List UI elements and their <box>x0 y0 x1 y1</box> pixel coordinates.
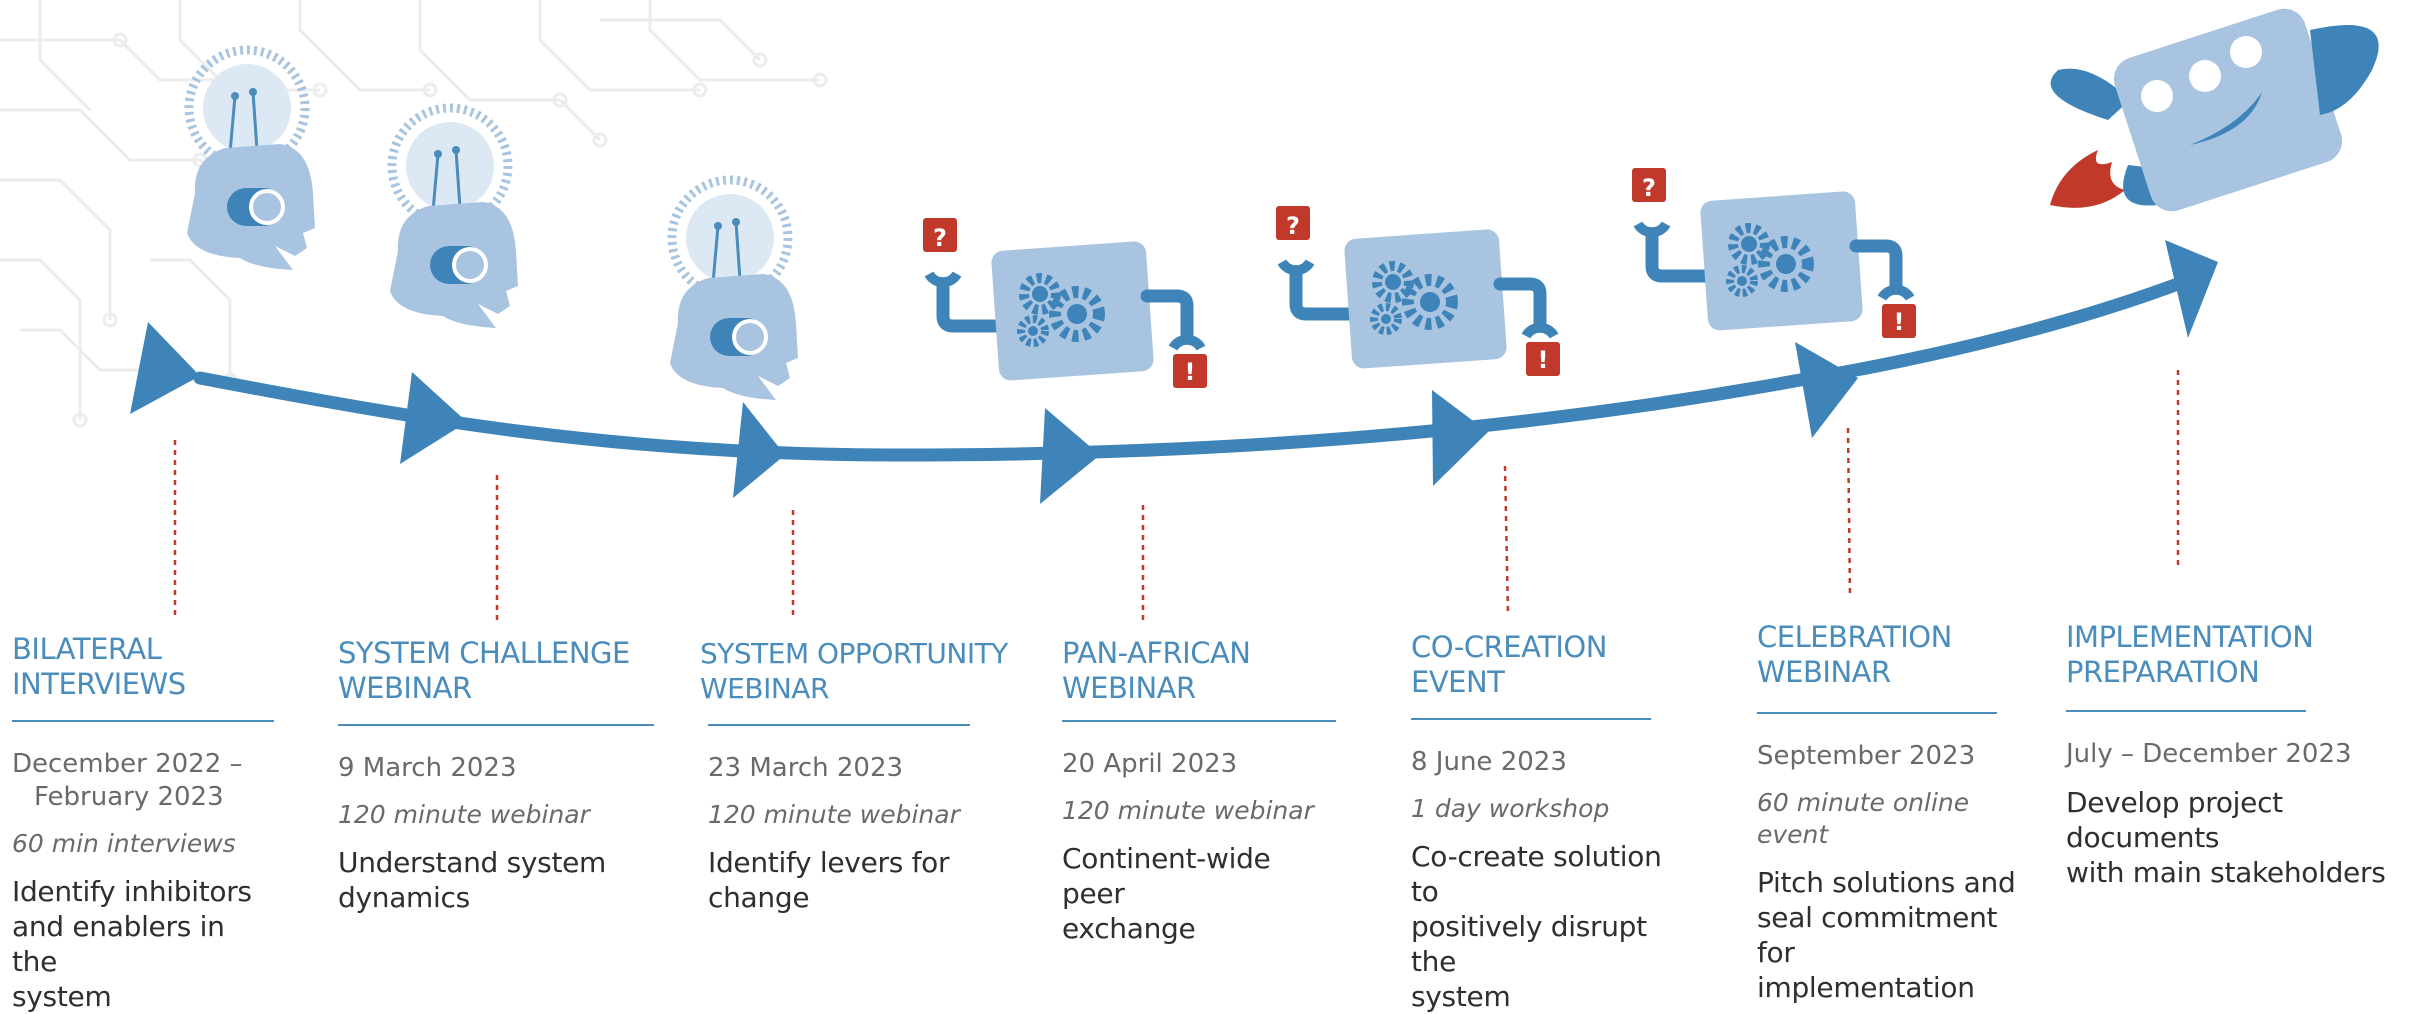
gear-robot-icon <box>1632 168 1916 338</box>
thinking-robot-head-icon <box>390 108 518 328</box>
thinking-robot-head-icon <box>187 50 315 270</box>
stage-date: December 2022 –February 2023 <box>12 749 243 812</box>
stage-date: 9 March 2023 <box>338 753 517 783</box>
stage-format: 60 minute online event <box>1757 788 1970 849</box>
stage-date: 8 June 2023 <box>1411 747 1567 777</box>
timeline-arrow <box>193 278 2182 462</box>
stage-divider <box>1062 720 1336 722</box>
stage-4-illustration <box>923 218 1207 388</box>
stage-format: 120 minute webinar <box>338 800 590 829</box>
stage-divider <box>708 724 970 726</box>
stage-1-illustration <box>187 50 315 270</box>
stage-date: 20 April 2023 <box>1062 749 1238 779</box>
roadmap-diagram: ? ! <box>0 0 2379 620</box>
stage-format: 120 minute webinar <box>1062 796 1314 825</box>
milestone-marker <box>1432 390 1488 486</box>
stage-date: 23 March 2023 <box>708 753 904 783</box>
stage-divider <box>338 724 654 726</box>
gear-robot-icon <box>1276 206 1560 376</box>
connector-lines <box>173 370 2180 620</box>
rocket-robot-icon <box>2050 8 2379 212</box>
thinking-robot-head-icon <box>670 180 798 400</box>
arrowhead <box>2165 240 2218 338</box>
stage-6-illustration <box>1632 168 1916 338</box>
stage-2-illustration <box>390 108 518 328</box>
milestone-marker <box>400 372 467 464</box>
stage-divider <box>1757 712 1997 714</box>
stage-date: July – December 2023 <box>2066 739 2352 769</box>
stage-format: 1 day workshop <box>1411 794 1610 823</box>
stage-divider <box>1411 718 1651 720</box>
milestone-marker <box>733 402 785 498</box>
gear-robot-icon <box>923 218 1207 388</box>
milestone-marker <box>1040 408 1100 504</box>
stage-divider <box>12 720 274 722</box>
circuit-board-background <box>0 0 828 428</box>
stage-5-illustration <box>1276 206 1560 376</box>
stage-3-illustration <box>670 180 798 400</box>
milestone-marker <box>1795 342 1858 438</box>
stage-format: 60 min interviews <box>12 829 236 858</box>
milestone-marker <box>130 322 200 414</box>
stage-divider <box>2066 710 2306 712</box>
stage-format: 120 minute webinar <box>708 800 960 829</box>
stage-date: September 2023 <box>1757 741 1976 771</box>
